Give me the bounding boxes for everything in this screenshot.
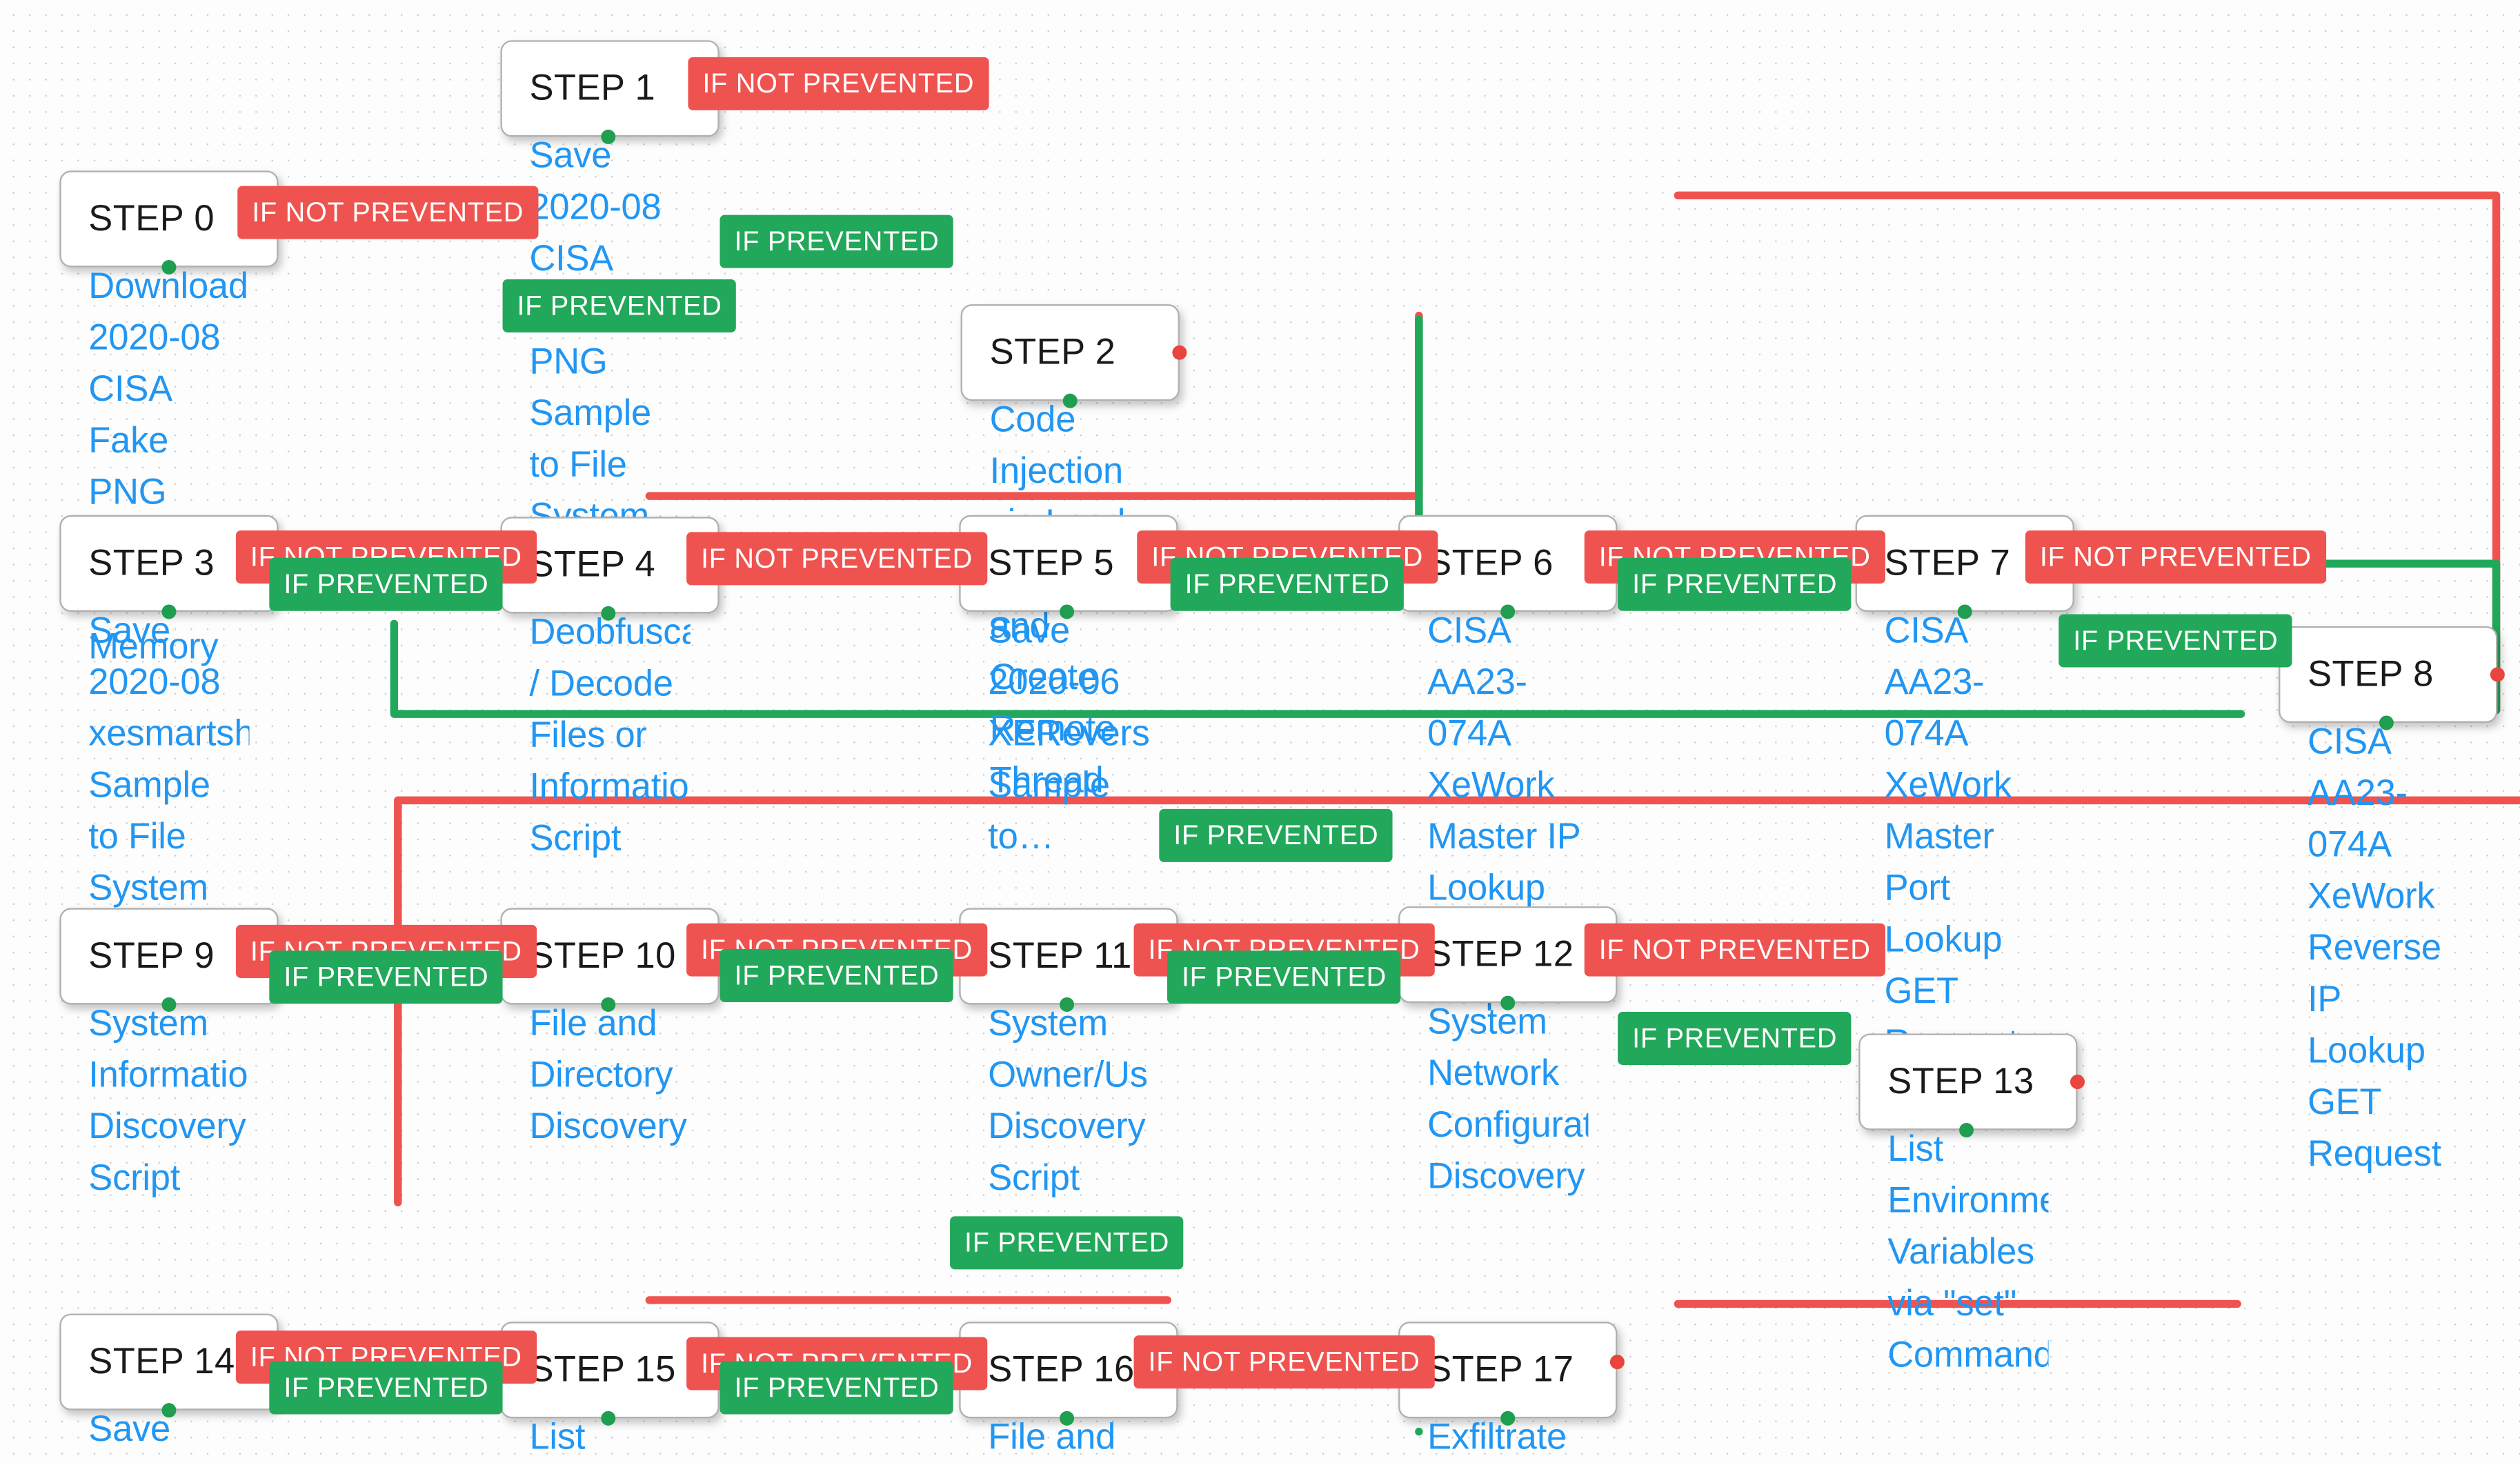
edge-label-step7-step8-green[interactable]: IF PREVENTED	[2058, 614, 2293, 668]
port-step2-out-green	[1062, 393, 1078, 408]
node-title: CISA AA23-074A XeWork Master Port Lookup…	[1884, 610, 2018, 1062]
node-title: Deobfuscate / Decode Files or Informatio…	[529, 612, 690, 858]
port-step15-out-green	[601, 1411, 616, 1426]
node-step-label: STEP 12	[1427, 933, 1574, 975]
port-step2-out-red	[1172, 345, 1187, 360]
node-step-label: STEP 10	[529, 935, 676, 976]
port-step4-out-green	[601, 606, 616, 621]
edge-label-step12-step13-red[interactable]: IF NOT PREVENTED	[1584, 923, 1885, 977]
node-step4[interactable]: STEP 4 Deobfuscate / Decode Files or Inf…	[500, 517, 720, 858]
node-step-label: STEP 2	[989, 331, 1116, 372]
port-step6-out-green	[1500, 604, 1516, 619]
port-step3-out-green	[161, 604, 177, 619]
edge-label-step16-step17-red[interactable]: IF NOT PREVENTED	[1133, 1335, 1435, 1389]
port-step10-out-green	[601, 997, 616, 1012]
node-title: Save DDG Botnet Malware Sample to File S…	[88, 1408, 171, 1465]
edge-label-step11-step12-green[interactable]: IF PREVENTED	[1167, 950, 1402, 1004]
node-step5[interactable]: STEP 5 Save 2020-06 XEReverseShell.exe S…	[959, 515, 1178, 857]
edge-label-step1-step2-red[interactable]: IF NOT PREVENTED	[688, 57, 989, 110]
node-title: System Network Configuration Discovery	[1427, 1001, 1588, 1197]
node-step-label: STEP 7	[1884, 542, 2011, 583]
node-step3[interactable]: STEP 3 Save 2020-08 xesmartshell.tmp Sam…	[59, 515, 279, 908]
port-step11-out-green	[1060, 997, 1075, 1012]
edge-label-step4-step5-red[interactable]: IF NOT PREVENTED	[686, 532, 987, 586]
node-title: System Owner/User Discovery Script	[988, 1003, 1149, 1198]
node-step-label: STEP 8	[2308, 653, 2434, 694]
node-title: Exfiltrate MS Excel File Containing 1000…	[1427, 1417, 1567, 1457]
node-step13[interactable]: STEP 13 List Environment Variables via "…	[1858, 1033, 2078, 1375]
node-step-label: STEP 16	[988, 1348, 1135, 1390]
node-title: CISA AA23-074A XeWork Reverse IP Lookup …	[2308, 721, 2441, 1173]
edge-label-step7-step8-red[interactable]: IF NOT PREVENTED	[2025, 530, 2326, 584]
edge-label-step6-step7-green[interactable]: IF PREVENTED	[1618, 557, 1852, 611]
node-step8[interactable]: STEP 8 CISA AA23-074A XeWork Reverse IP …	[2279, 626, 2498, 1173]
node-step-label: STEP 0	[88, 198, 215, 239]
node-step-label: STEP 3	[88, 542, 215, 583]
node-title: Save 2020-08 xesmartshell.tmp Sample to …	[88, 610, 249, 908]
node-step-label: STEP 17	[1427, 1348, 1574, 1390]
port-step8-out-red	[2490, 667, 2505, 682]
port-step9-out-green	[161, 997, 177, 1012]
node-step-label: STEP 13	[1887, 1061, 2034, 1102]
edge-label-step9-step10-green[interactable]: IF PREVENTED	[269, 950, 504, 1004]
node-step-label: STEP 4	[529, 544, 656, 585]
port-step12-out-green	[1500, 995, 1516, 1010]
port-step8-out-green	[2379, 715, 2394, 730]
edge-label-step0-step1[interactable]: IF NOT PREVENTED	[237, 186, 539, 239]
edge-label-step15-step16-green[interactable]: IF PREVENTED	[720, 1361, 954, 1415]
node-step-label: STEP 11	[988, 935, 1132, 976]
port-step0-out-green	[161, 259, 177, 275]
node-step12[interactable]: STEP 12 System Network Configuration Dis…	[1398, 906, 1618, 1196]
node-step2[interactable]: STEP 2 Code Injection via Load Library a…	[960, 304, 1180, 799]
edge-label-step13-step14-green[interactable]: IF PREVENTED	[950, 1216, 1184, 1270]
port-step7-out-green	[1957, 604, 1972, 619]
node-step17[interactable]: STEP 17 Exfiltrate MS Excel File Contain…	[1398, 1322, 1618, 1457]
edge-label-step10-step11-green[interactable]: IF PREVENTED	[720, 948, 954, 1002]
node-step-label: STEP 5	[988, 542, 1114, 583]
node-step-label: STEP 6	[1427, 542, 1554, 583]
node-title: System Information Discovery Script	[88, 1003, 249, 1198]
node-title: List Connected Drives via fsutil	[529, 1417, 586, 1457]
edge-label-step14-step15-green[interactable]: IF PREVENTED	[269, 1361, 504, 1415]
port-step14-out-green	[161, 1403, 177, 1418]
node-step9[interactable]: STEP 9 System Information Discovery Scri…	[59, 908, 279, 1198]
port-step16-out-green	[1060, 1411, 1075, 1426]
node-step-label: STEP 15	[529, 1348, 676, 1390]
node-title: File and Directory Discovery	[529, 1003, 687, 1147]
port-step5-out-green	[1060, 604, 1075, 619]
port-step17-out-green	[1500, 1411, 1516, 1426]
edge-label-step12-step13-green[interactable]: IF PREVENTED	[1618, 1011, 1852, 1065]
port-step17-out-red	[1609, 1355, 1625, 1370]
edge-label-step8-step9-green[interactable]: IF PREVENTED	[1159, 808, 1393, 862]
node-title: Save 2020-08 CISA Fake PNG Sample to Fil…	[529, 135, 662, 536]
port-step13-out-green	[1959, 1123, 1974, 1138]
edge-label-step5-step6-green[interactable]: IF PREVENTED	[1170, 557, 1405, 611]
node-step-label: STEP 1	[529, 68, 656, 108]
edge-label-step0-step2[interactable]: IF PREVENTED	[502, 279, 737, 332]
node-step-label: STEP 9	[88, 935, 215, 976]
port-step1-out-green	[601, 129, 616, 144]
node-title: File and Directory Discovery	[988, 1417, 1116, 1457]
node-step10[interactable]: STEP 10 File and Directory Discovery	[500, 908, 720, 1146]
edge-label-step1-step2-green[interactable]: IF PREVENTED	[720, 215, 954, 268]
node-step-label: STEP 14	[88, 1341, 235, 1382]
port-step13-out-red	[2070, 1074, 2085, 1089]
edge-label-step3-step4-green[interactable]: IF PREVENTED	[269, 557, 504, 611]
node-step11[interactable]: STEP 11 System Owner/User Discovery Scri…	[959, 908, 1178, 1198]
node-step1[interactable]: STEP 1 Save 2020-08 CISA Fake PNG Sample…	[500, 40, 720, 536]
node-title: List Environment Variables via "set" Com…	[1887, 1128, 2049, 1375]
node-title: Save 2020-06 XEReverseShell.exe Sample t…	[988, 610, 1149, 857]
